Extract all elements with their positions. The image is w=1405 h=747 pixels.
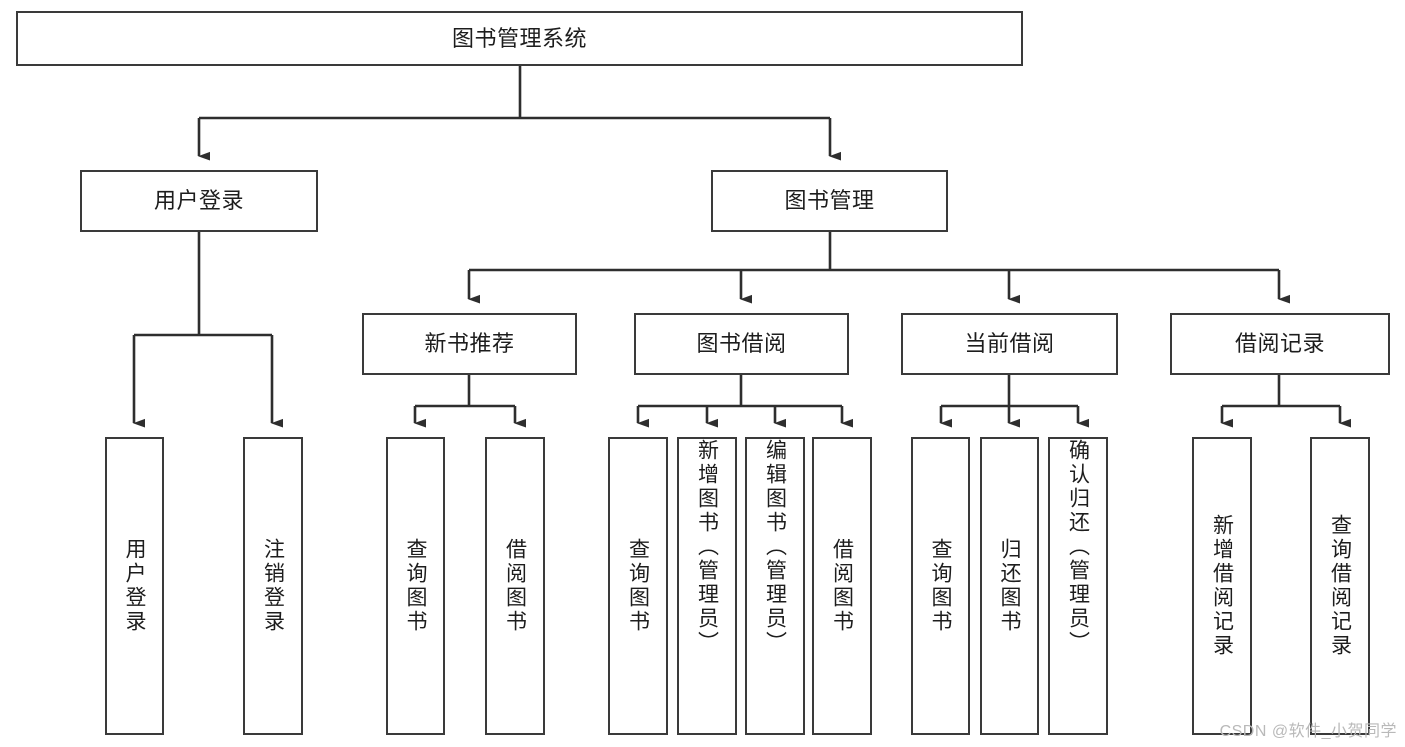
node-current-borrow[interactable]: 当前借阅	[901, 313, 1118, 375]
node-label: 用户登录	[153, 188, 244, 214]
node-leaf-query-book-2[interactable]: 查询图书	[608, 437, 668, 735]
node-label: 查询图书	[404, 538, 427, 634]
node-new-book-recommend[interactable]: 新书推荐	[362, 313, 577, 375]
node-label: 借阅记录	[1234, 331, 1325, 357]
node-leaf-query-book-1[interactable]: 查询图书	[386, 437, 445, 735]
node-leaf-query-book-3[interactable]: 查询图书	[911, 437, 970, 735]
node-label: 新增图书（管理员）	[695, 439, 719, 655]
node-leaf-borrow-book-1[interactable]: 借阅图书	[485, 437, 545, 735]
node-leaf-edit-book[interactable]: 编辑图书（管理员）	[745, 437, 805, 735]
node-label: 编辑图书（管理员）	[763, 439, 787, 655]
node-label: 归还图书	[998, 538, 1021, 634]
node-borrow-record[interactable]: 借阅记录	[1170, 313, 1390, 375]
node-leaf-add-book[interactable]: 新增图书（管理员）	[677, 437, 737, 735]
node-label: 查询图书	[626, 538, 650, 634]
node-label: 注销登录	[261, 538, 285, 634]
node-label: 当前借阅	[964, 331, 1055, 357]
node-label: 图书借阅	[696, 331, 787, 357]
node-label: 图书管理系统	[451, 25, 587, 51]
node-root-system[interactable]: 图书管理系统	[16, 11, 1023, 66]
csdn-watermark: CSDN @软件_小贺同学	[1219, 723, 1397, 740]
node-label: 图书管理	[784, 188, 875, 214]
node-book-manage[interactable]: 图书管理	[711, 170, 948, 232]
node-label: 借阅图书	[503, 538, 527, 634]
node-leaf-borrow-book-2[interactable]: 借阅图书	[812, 437, 872, 735]
node-leaf-add-record[interactable]: 新增借阅记录	[1192, 437, 1252, 735]
node-label: 用户登录	[123, 538, 146, 634]
node-user-login[interactable]: 用户登录	[80, 170, 318, 232]
node-label: 借阅图书	[830, 538, 854, 634]
node-label: 新书推荐	[424, 331, 515, 357]
node-label: 查询借阅记录	[1328, 514, 1352, 658]
node-leaf-confirm-return[interactable]: 确认归还（管理员）	[1048, 437, 1108, 735]
node-label: 确认归还（管理员）	[1066, 439, 1090, 655]
node-leaf-user-login[interactable]: 用户登录	[105, 437, 164, 735]
node-label: 查询图书	[929, 538, 952, 634]
node-leaf-return-book[interactable]: 归还图书	[980, 437, 1039, 735]
node-book-borrow[interactable]: 图书借阅	[634, 313, 849, 375]
node-leaf-logout-login[interactable]: 注销登录	[243, 437, 303, 735]
node-leaf-query-record[interactable]: 查询借阅记录	[1310, 437, 1370, 735]
node-label: 新增借阅记录	[1210, 514, 1234, 658]
